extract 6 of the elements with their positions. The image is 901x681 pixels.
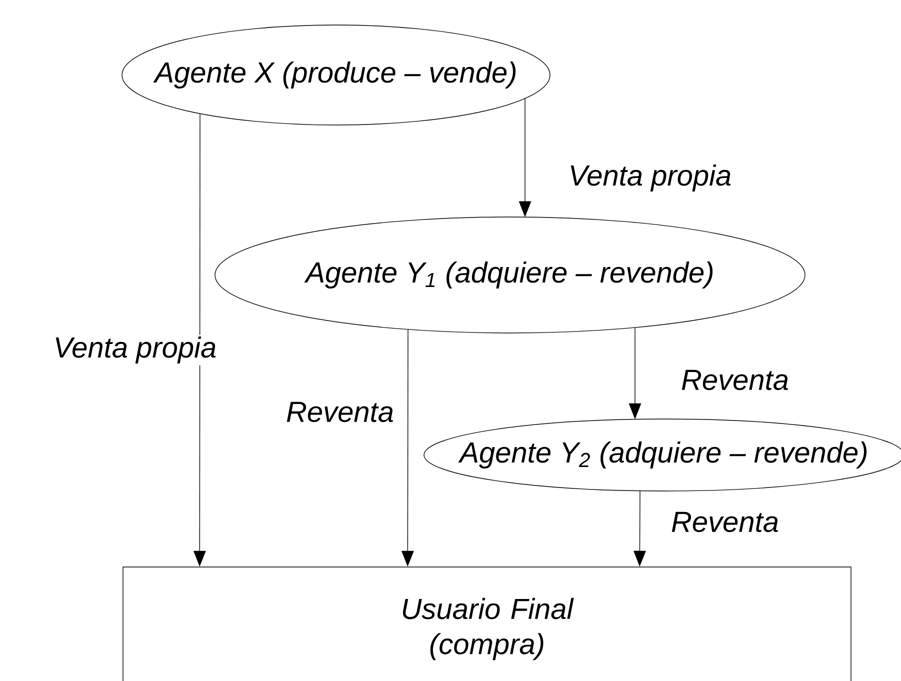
edge-label: Venta propia xyxy=(52,334,218,366)
edge-label: Reventa xyxy=(679,368,791,392)
edge-label: Reventa xyxy=(669,510,781,534)
edge-label: Venta propia xyxy=(566,162,734,194)
edge-label: Reventa xyxy=(284,400,396,424)
user-box: Usuario Final (compra) xyxy=(122,566,852,681)
